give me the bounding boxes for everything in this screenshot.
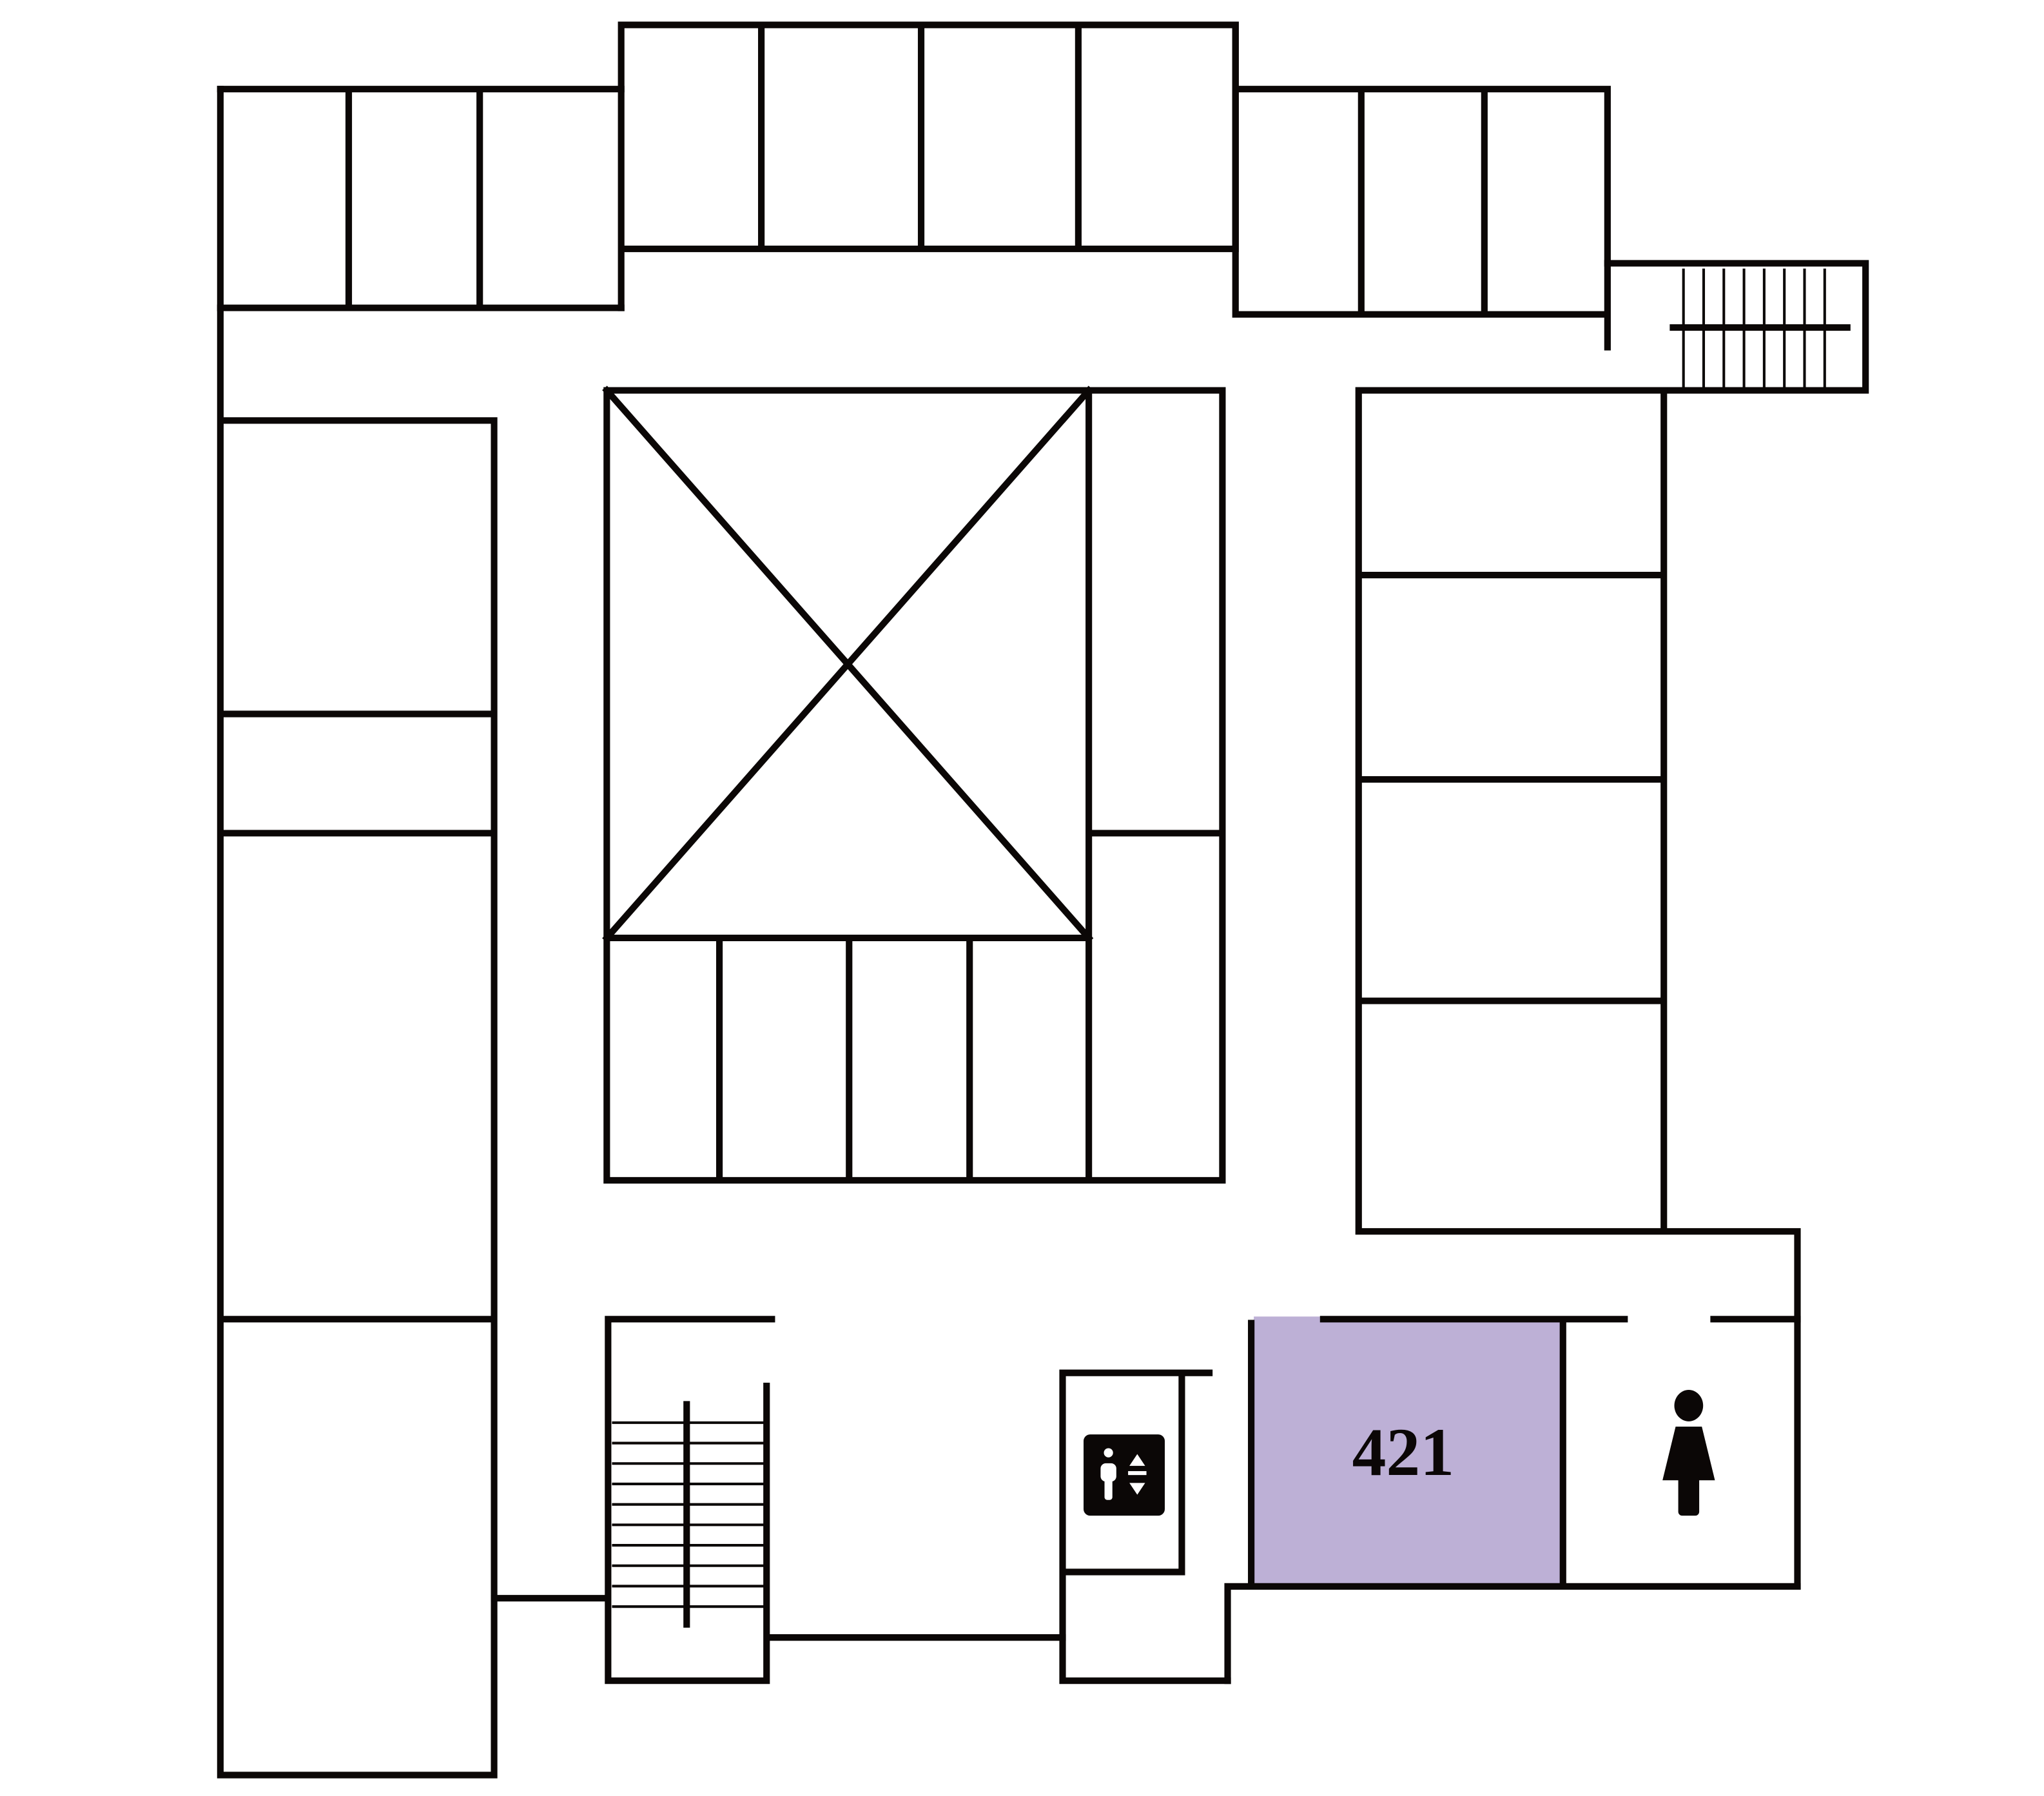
- room-number-label: 421: [1352, 1414, 1454, 1490]
- room-421-highlight[interactable]: [1254, 1316, 1563, 1586]
- stairs-treads-top: [1682, 268, 1826, 389]
- elevator-icon: [1084, 1434, 1165, 1516]
- womens-restroom-icon: [1662, 1390, 1715, 1516]
- stairs-treads-bottom: [612, 1421, 764, 1608]
- walls: [217, 21, 1869, 1779]
